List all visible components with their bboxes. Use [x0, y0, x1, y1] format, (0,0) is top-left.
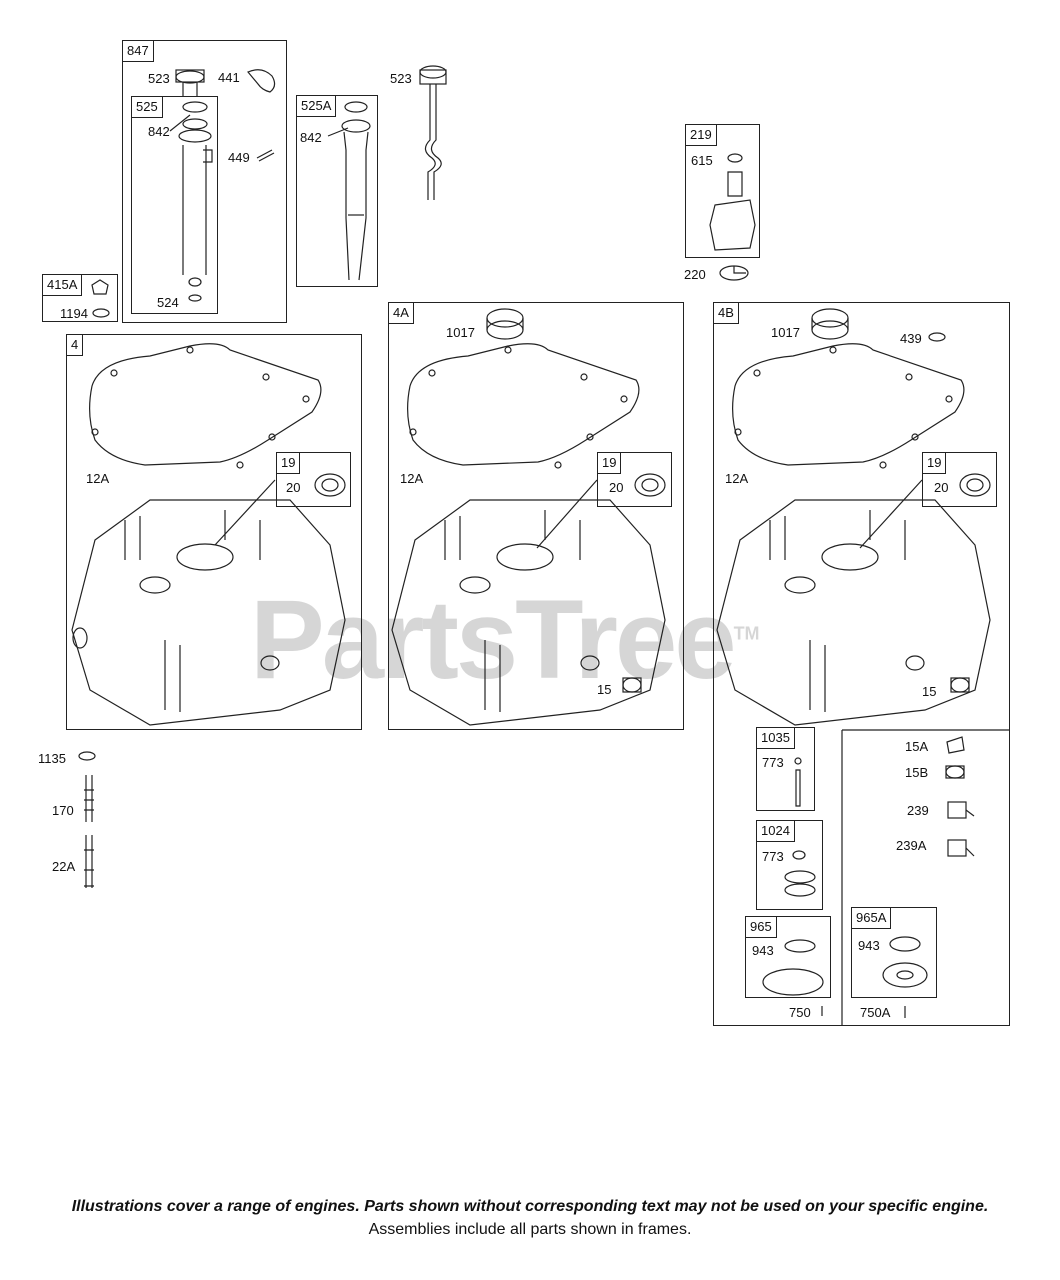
label-1194: 1194 [60, 306, 88, 321]
label-842-a: 842 [148, 124, 170, 139]
frame-4a-tag: 4A [388, 302, 414, 324]
label-943-b: 943 [858, 938, 880, 953]
frame-1035-tag: 1035 [756, 727, 795, 749]
label-15b: 15B [905, 765, 929, 780]
bolt-170 [84, 775, 94, 822]
label-773-b: 773 [762, 849, 784, 864]
frame-525a-tag: 525A [296, 95, 337, 117]
frame-525 [131, 96, 218, 314]
washer-1135 [78, 751, 96, 761]
label-20-frame-4: 20 [286, 480, 301, 495]
label-943-a: 943 [752, 943, 774, 958]
label-750: 750 [789, 1005, 811, 1020]
frame-525-tag: 525 [131, 96, 163, 118]
label-449: 449 [228, 150, 250, 165]
dipstick-523 [419, 65, 447, 200]
frame-965 [745, 916, 831, 998]
label-220: 220 [684, 267, 706, 282]
label-15-frame-4b: 15 [922, 684, 937, 699]
frame-525a [296, 95, 378, 287]
label-523-b: 523 [390, 71, 412, 86]
label-750a: 750A [860, 1005, 891, 1020]
footer-note: Assemblies include all parts shown in fr… [368, 1221, 692, 1238]
frame-219 [685, 124, 760, 258]
label-12a-frame-4: 12A [86, 471, 110, 486]
frame-4 [66, 334, 362, 730]
label-15a: 15A [905, 739, 929, 754]
label-615: 615 [691, 153, 713, 168]
frame-4-tag: 4 [66, 334, 84, 356]
label-524: 524 [157, 295, 179, 310]
frame-847-tag: 847 [122, 40, 154, 62]
label-22a: 22A [52, 859, 76, 874]
label-170: 170 [52, 803, 74, 818]
footer-disclaimer: Illustrations cover a range of engines. … [71, 1198, 989, 1215]
stud-22a [84, 835, 94, 888]
label-12a-frame-4b: 12A [725, 471, 749, 486]
label-1135: 1135 [38, 751, 66, 766]
label-12a-frame-4a: 12A [400, 471, 424, 486]
label-20-frame-4a: 20 [609, 480, 624, 495]
label-239: 239 [907, 803, 929, 818]
label-441: 441 [218, 70, 240, 85]
label-1017-frame-4b: 1017 [771, 325, 800, 340]
frame-415a-tag: 415A [42, 274, 83, 296]
frame-19-in-4b-tag: 19 [922, 452, 947, 474]
frame-219-tag: 219 [685, 124, 717, 146]
label-239a: 239A [896, 838, 927, 853]
label-1017-frame-4a: 1017 [446, 325, 475, 340]
label-439: 439 [900, 331, 922, 346]
label-20-frame-4b: 20 [934, 480, 949, 495]
frame-965a-tag: 965A [851, 907, 892, 929]
frame-4b-tag: 4B [713, 302, 739, 324]
frame-19-in-4-tag: 19 [276, 452, 301, 474]
label-773-a: 773 [762, 755, 784, 770]
label-523-a: 523 [148, 71, 170, 86]
frame-847 [122, 40, 287, 323]
frame-965-tag: 965 [745, 916, 777, 938]
frame-4a [388, 302, 684, 730]
frame-19-in-4a-tag: 19 [597, 452, 622, 474]
frame-1024-tag: 1024 [756, 820, 795, 842]
label-15-frame-4a: 15 [597, 682, 612, 697]
label-842-b: 842 [300, 130, 322, 145]
